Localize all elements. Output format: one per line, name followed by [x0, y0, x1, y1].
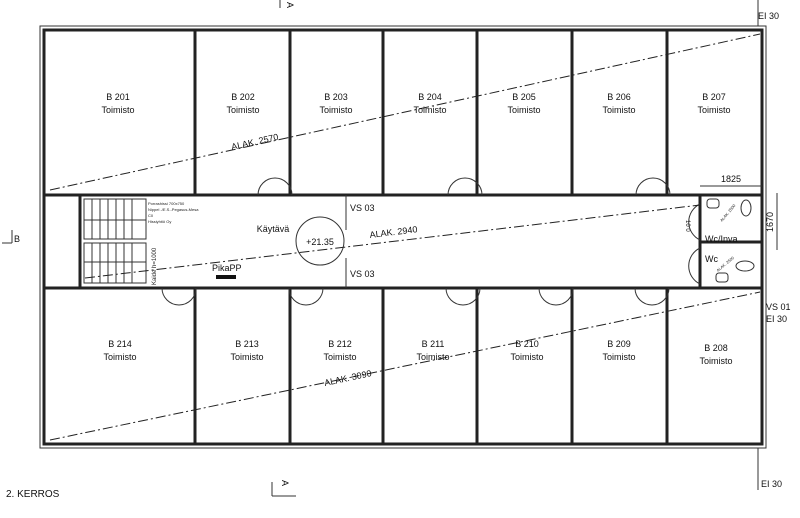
section-mark-a-top: A: [279, 0, 295, 8]
svg-text:B 202: B 202: [231, 92, 255, 102]
doors: [161, 177, 701, 306]
vs-label: VS 03: [350, 203, 375, 213]
svg-text:Toimisto: Toimisto: [323, 352, 356, 362]
fire-class-bottom: EI 30: [761, 479, 782, 489]
corridor-label: Käytävä: [257, 224, 290, 234]
svg-text:B 210: B 210: [515, 339, 539, 349]
svg-text:Toimisto: Toimisto: [101, 105, 134, 115]
wc-fixtures: [706, 198, 755, 283]
svg-text:Toimisto: Toimisto: [507, 105, 540, 115]
stair-note: Hissiyhtiö Oy: [148, 219, 171, 224]
svg-text:B 211: B 211: [422, 339, 445, 349]
svg-text:B: B: [14, 234, 20, 244]
vs-label: VS 03: [350, 269, 375, 279]
svg-text:Toimisto: Toimisto: [103, 352, 136, 362]
section-mark-a-bottom: A: [271, 480, 296, 497]
outer-wall: [42, 28, 764, 446]
svg-text:A: A: [280, 480, 290, 486]
svg-text:ALAK. 2500: ALAK. 2500: [719, 202, 737, 222]
railing-label: Kaide h=1000: [152, 247, 158, 285]
svg-text:B 204: B 204: [418, 92, 442, 102]
svg-text:Toimisto: Toimisto: [416, 352, 449, 362]
svg-text:B 203: B 203: [324, 92, 348, 102]
svg-text:Toimisto: Toimisto: [413, 105, 446, 115]
pikapp-icon: [216, 275, 236, 279]
svg-text:Toimisto: Toimisto: [319, 105, 352, 115]
svg-text:A: A: [285, 2, 295, 8]
dimension-height: 1670: [765, 212, 775, 232]
floor-title: 2. KERROS: [6, 489, 60, 500]
ceiling-height-top: ALAK. 2570: [230, 132, 279, 152]
svg-text:Toimisto: Toimisto: [602, 105, 635, 115]
ceiling-height-bottom: ALAK. 3090: [323, 368, 372, 388]
svg-text:B 214: B 214: [108, 339, 132, 349]
svg-text:B 205: B 205: [512, 92, 536, 102]
wc-inva-label: Wc/Inva: [705, 234, 738, 244]
svg-text:Toimisto: Toimisto: [510, 352, 543, 362]
svg-text:B 213: B 213: [235, 339, 259, 349]
svg-text:Toimisto: Toimisto: [230, 352, 263, 362]
svg-text:B 208: B 208: [704, 343, 728, 353]
stair-note: C0: [148, 213, 154, 218]
svg-text:B 206: B 206: [607, 92, 631, 102]
wc-label: Wc: [705, 254, 718, 264]
svg-text:B 209: B 209: [607, 339, 631, 349]
vs01-label: VS 01: [766, 302, 791, 312]
svg-text:Toimisto: Toimisto: [697, 105, 730, 115]
svg-text:B 212: B 212: [328, 339, 352, 349]
stair-note: Porrashissi 700x750: [148, 201, 185, 206]
pikapp-label: PikaPP: [212, 263, 242, 273]
level-marker: [295, 216, 345, 266]
svg-text:Toimisto: Toimisto: [602, 352, 635, 362]
svg-text:Toimisto: Toimisto: [226, 105, 259, 115]
section-mark-b-left: B: [2, 230, 20, 244]
level-value: +21.35: [306, 237, 334, 247]
partitions: [78, 30, 762, 444]
svg-text:10 0: 10 0: [684, 220, 690, 232]
svg-text:ALAK. 2500: ALAK. 2500: [715, 255, 735, 273]
fire-class-top: EI 30: [758, 11, 779, 21]
dimension-width: 1825: [721, 174, 741, 184]
svg-text:B 207: B 207: [702, 92, 726, 102]
fire-class-vs: EI 30: [766, 314, 787, 324]
staircase: [83, 198, 147, 284]
stair-note: Nippel -/E.S.-Pegasus-Mesa: [148, 207, 199, 212]
ceiling-height-corridor: ALAK. 2940: [369, 224, 418, 240]
svg-text:Toimisto: Toimisto: [699, 356, 732, 366]
svg-text:B 201: B 201: [106, 92, 130, 102]
